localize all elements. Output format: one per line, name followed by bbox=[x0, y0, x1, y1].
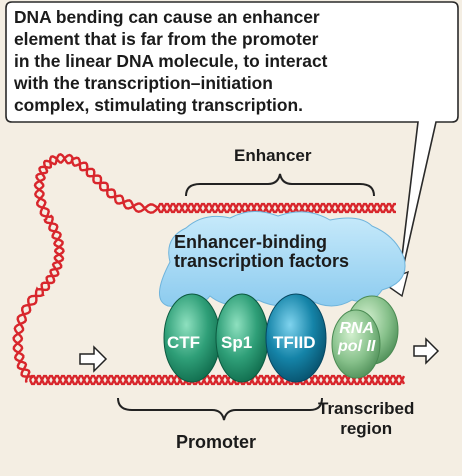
sp1-label: Sp1 bbox=[221, 333, 253, 352]
right-arrow-icon bbox=[413, 337, 440, 365]
callout-text: DNA bending can cause an enhancer elemen… bbox=[14, 6, 454, 116]
enhancer-brace bbox=[185, 173, 375, 197]
transcribed-region-label: Transcribed region bbox=[318, 399, 414, 439]
ctf-label: CTF bbox=[167, 333, 201, 352]
enhancer-binding-label-line1: Enhancer-binding bbox=[174, 232, 327, 252]
rna-pol-label-line2: pol II bbox=[338, 338, 376, 355]
transcribed-label-line1: Transcribed bbox=[318, 399, 415, 418]
callout-bubble bbox=[5, 1, 459, 291]
enhancer-binding-factors bbox=[159, 211, 406, 308]
dna-enhancer-strand bbox=[156, 202, 396, 214]
callout-line: with the transcription–initiation bbox=[14, 73, 273, 93]
enhancer-binding-label-line2: transcription factors bbox=[174, 251, 350, 271]
dna-loop bbox=[12, 152, 159, 384]
right-arrow-icon bbox=[79, 345, 108, 373]
enhancer-label: Enhancer bbox=[234, 146, 312, 165]
callout-line: in the linear DNA molecule, to interact bbox=[14, 51, 328, 71]
callout-line: element that is far from the promoter bbox=[14, 29, 319, 49]
rna-pol-protein bbox=[331, 309, 381, 379]
promoter-label: Promoter bbox=[176, 432, 257, 452]
enhancer-binding-factors-label: Enhancer-binding transcription factors bbox=[174, 233, 349, 271]
promoter-brace bbox=[117, 397, 323, 421]
tfiid-protein bbox=[265, 293, 327, 383]
dna-promoter-strand bbox=[28, 374, 406, 386]
callout-line: DNA bending can cause an enhancer bbox=[14, 7, 320, 27]
transcribed-label-line2: region bbox=[340, 419, 393, 438]
rna-pol-label: RNA pol II bbox=[338, 320, 375, 356]
rna-pol-label-line1: RNA bbox=[339, 320, 374, 337]
tfiid-label: TFIID bbox=[273, 333, 316, 352]
callout-line: complex, stimulating transcription. bbox=[14, 95, 303, 115]
